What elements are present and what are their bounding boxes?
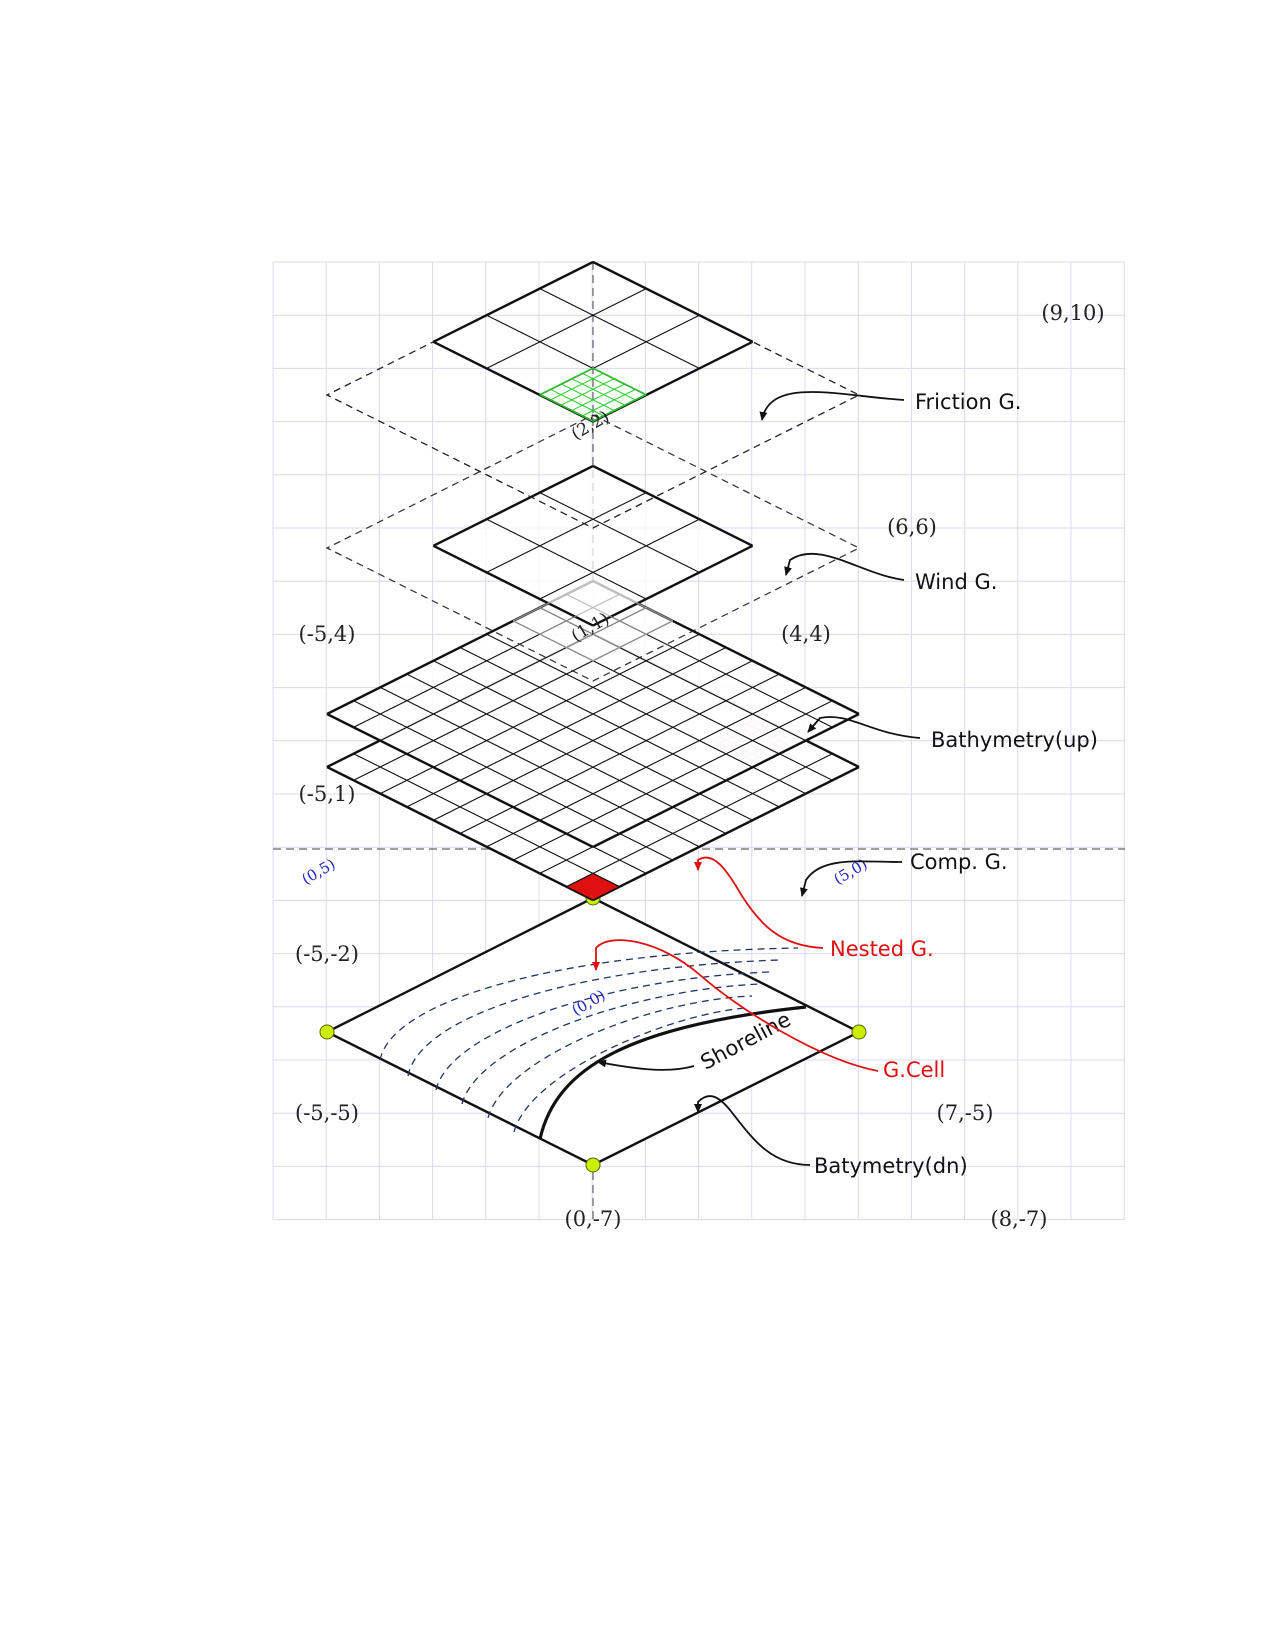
friction-grid-line [432,260,594,343]
friction-grid-label: Friction G. [915,390,1021,414]
bathymetry-up-label: Bathymetry(up) [931,728,1098,752]
wind-extent-dashed [325,414,861,682]
friction-fine-grid-line [582,372,636,401]
bathymetry-up-arrow [807,716,921,739]
friction-fine-grid-line [539,367,594,396]
comp-grid-line [353,753,620,888]
wind-grid-label: Wind G. [915,570,997,594]
depth-contour [435,971,771,1091]
corner-marker [851,1024,867,1040]
friction-fine-grid-line [560,378,615,406]
friction-fine-grid-line [560,383,615,412]
wind-ghost-grid-line [512,620,594,662]
coord-label: (0,-7) [565,1207,622,1231]
comp-grid-label: Comp. G. [910,850,1008,874]
comp-grid-line [326,765,594,902]
grid-cell-arrow [592,939,879,1072]
friction-grid-line [486,288,647,369]
bathymetry-down-arrow [694,1095,811,1166]
wind-grid-line [539,492,700,573]
wind-ghost-grid-line [539,607,620,648]
bathymetry-up-grid-line [486,633,753,768]
friction-fine-grid-line [550,388,604,417]
wind-grid-line [592,544,754,627]
depth-contours [379,947,799,1133]
depth-contour [487,995,753,1119]
coord-label: (8,-7) [991,1207,1048,1231]
grid-cell-label: G.Cell [883,1058,945,1082]
wind-grid-line [592,464,754,547]
corner-marker [585,1157,601,1173]
friction-arrow [759,391,905,421]
bathymetry-up-layer [326,579,860,849]
friction-grid-line [539,288,700,369]
coord-label-blue: (0,5) [299,855,339,888]
wind-ghost-grid-line [512,580,594,622]
wind-ghost-grid-line [566,593,647,635]
wind-grid-line [432,464,594,547]
friction-fine-grid-line [592,367,647,396]
wind-ghost-grid-line [592,620,674,662]
shoreline-curve [538,1005,807,1140]
grid-cell [565,872,621,901]
friction-extent-dashed [325,261,861,529]
coord-label: (6,6) [887,515,937,539]
bathymetry-up-grid-line [433,660,700,795]
coord-label: (4,4) [781,622,831,646]
corner-marker [319,1024,335,1040]
bathymetry-up-grid-line [406,673,674,808]
friction-grid-line [592,260,754,343]
coord-label: (7,-5) [937,1101,994,1125]
coord-label: (9,10) [1041,301,1104,325]
coord-label: (-5,4) [299,622,356,646]
wind-grid-line [432,544,594,627]
bathymetry-up-grid-line [459,647,727,781]
friction-fine-grid-line [539,393,594,422]
wind-grid-fill [433,466,753,626]
wind-grid-layer [325,414,861,682]
wind-ghost-grid-line [539,593,620,635]
coord-label: (-5,1) [299,782,356,806]
wind-arrow [784,552,905,581]
wind-grid-line [486,518,647,600]
depth-contour [461,983,761,1105]
bathymetry-up-grid-line [326,712,594,849]
wind-ghost-grid-line [592,580,674,622]
coord-label-blue: (5,0) [831,855,871,888]
coord-label: (-5,-2) [295,942,359,966]
friction-fine-grid-line [571,378,626,406]
bathymetry-down-layer [319,890,867,1173]
wind-grid-line [486,492,647,573]
friction-fine-grid-line [592,393,647,422]
friction-fine-grid-line [582,388,636,417]
friction-fine-grid-line [571,383,626,412]
bathymetry-up-grid-line [379,686,647,821]
friction-grid-layer [325,260,861,529]
coord-label: (-5,-5) [295,1101,359,1125]
depth-contour [407,959,781,1077]
wind-grid-line [539,518,700,600]
depth-contour [379,947,799,1061]
bathymetry-up-grid-line [353,700,620,835]
nested-grid-arrow [694,856,824,949]
comp-grid-arrow [800,860,903,897]
bathymetry-down-label: Batymetry(dn) [814,1154,968,1178]
depth-contour [513,1007,747,1133]
nested-grid-label: Nested G. [830,937,934,961]
friction-fine-grid-line [550,372,604,401]
wind-ghost-grid-line [566,607,647,648]
shoreline-arrow [597,1059,695,1071]
